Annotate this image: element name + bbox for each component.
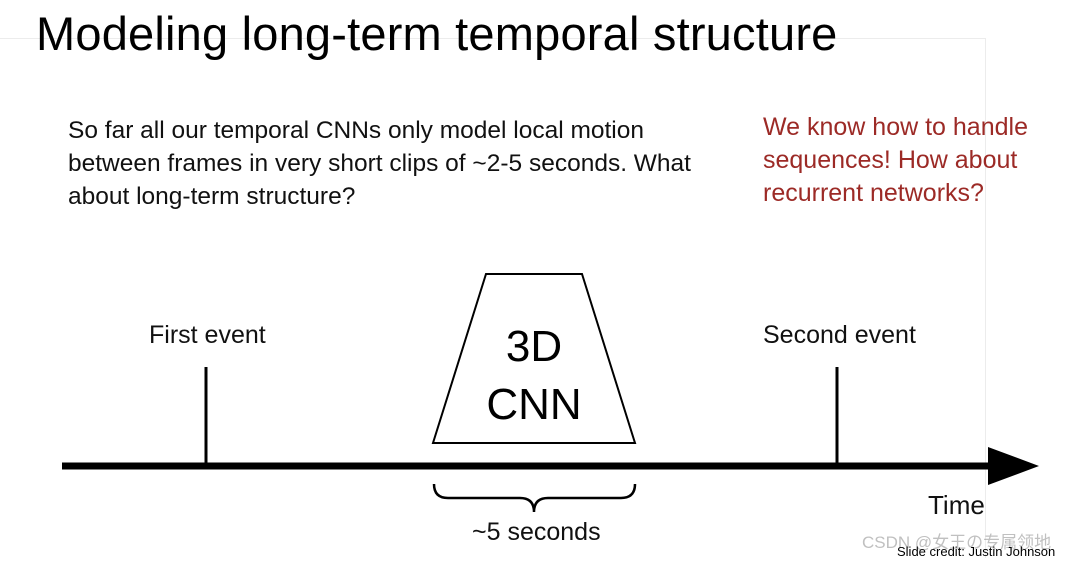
cnn-label-line1: 3D [505,322,563,371]
cnn-label-line2: CNN [486,380,582,429]
slide-body-text: So far all our temporal CNNs only model … [68,117,691,210]
first-event-label: First event [149,321,266,349]
slide-credit: Slide credit: Justin Johnson [897,544,1056,559]
time-axis-label: Time [928,490,985,520]
duration-label: ~5 seconds [472,518,601,546]
side-note: We know how to handle sequences! How abo… [763,113,1028,207]
cnn-label: 3D CNN [434,318,634,434]
watermark: CSDN @女王の专属领地 [862,533,1052,552]
second-event-label: Second event [763,321,916,349]
slide-frame [0,38,986,558]
slide-title: Modeling long-term temporal structure [36,7,838,60]
cnn-trapezoid [431,273,637,444]
time-axis-arrowhead [988,447,1039,485]
clip-brace [432,483,637,513]
